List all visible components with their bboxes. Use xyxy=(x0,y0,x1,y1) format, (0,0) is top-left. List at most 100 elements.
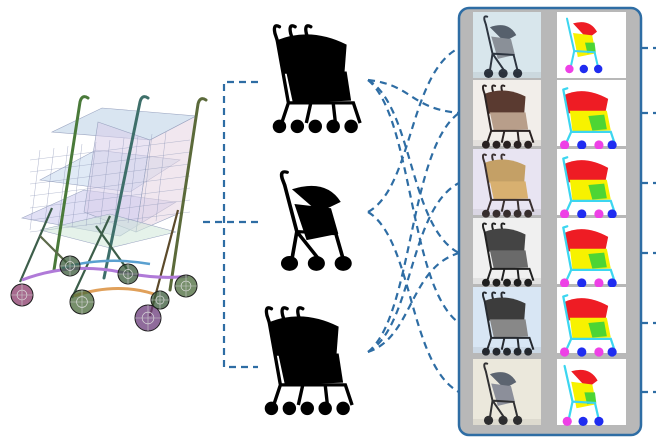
canopy xyxy=(484,228,526,252)
seg-canopy xyxy=(564,160,609,183)
seg-footrest xyxy=(588,252,607,269)
mesh-line xyxy=(43,147,55,230)
seg-footrest xyxy=(584,392,597,405)
handle-curl xyxy=(491,84,497,95)
handle-curl xyxy=(491,153,497,164)
seg-wheel xyxy=(594,140,604,150)
frame-leg xyxy=(18,207,54,283)
seg-canopy xyxy=(573,22,597,39)
segmentation-mask xyxy=(559,225,617,288)
photo-floor-shadow xyxy=(473,72,541,78)
wheel xyxy=(503,209,511,218)
seat xyxy=(286,71,352,103)
wheel xyxy=(524,278,533,287)
handle-curl xyxy=(500,84,506,95)
frame xyxy=(483,231,535,282)
segmentation-mask xyxy=(559,87,617,150)
wheel xyxy=(492,278,501,287)
image-panel xyxy=(457,6,643,437)
photo-floor-shadow xyxy=(473,347,541,353)
seg-wheel xyxy=(565,64,574,74)
photo-stroller xyxy=(483,362,523,426)
silhouettes xyxy=(264,24,362,416)
handle-curl xyxy=(272,24,282,42)
frame xyxy=(484,24,519,72)
wheel xyxy=(483,415,494,426)
wireframe-wheel xyxy=(134,304,162,332)
handle-curl xyxy=(500,222,506,233)
wireframe-wheel xyxy=(174,274,198,298)
connector-silhouette-to-row xyxy=(367,79,460,324)
seg-wheel xyxy=(559,209,570,219)
frame xyxy=(483,300,535,351)
photo-stroller xyxy=(481,291,535,356)
seg-wheel xyxy=(594,416,604,427)
canopy xyxy=(484,297,526,321)
seg-canopy xyxy=(564,298,609,321)
handle-pole xyxy=(102,95,150,280)
silhouette-double-bottom xyxy=(264,306,354,416)
handle-curl xyxy=(279,170,289,187)
wheel xyxy=(290,119,305,134)
mesh-line xyxy=(29,187,191,209)
photo-floor-shadow xyxy=(473,278,541,284)
handle-curl xyxy=(481,153,487,164)
wheel xyxy=(264,401,279,416)
silhouette-double-top xyxy=(272,24,362,134)
wheel xyxy=(513,347,522,356)
seg-wheel xyxy=(577,140,587,150)
mesh-line xyxy=(141,133,153,223)
canopy xyxy=(291,185,341,213)
segmentation-cell xyxy=(557,12,626,78)
mesh-line xyxy=(29,163,191,185)
connector-silhouette-to-row xyxy=(367,112,460,353)
mesh-line xyxy=(29,211,191,233)
seg-wheel xyxy=(607,278,617,288)
mesh-line xyxy=(113,137,125,225)
connector-silhouette-to-row xyxy=(367,182,460,353)
segmentation-mask xyxy=(562,364,604,427)
canopy xyxy=(484,90,526,114)
seg-footrest xyxy=(588,114,607,131)
mesh-line xyxy=(29,199,191,221)
photo-cell xyxy=(473,359,541,426)
segmentation-cell xyxy=(557,287,626,357)
seg-wheel xyxy=(577,209,587,219)
connector-silhouette-to-row xyxy=(367,47,460,213)
canopy xyxy=(489,25,517,42)
segmentation-mask xyxy=(559,294,617,357)
seg-wheel xyxy=(578,416,588,427)
wheel xyxy=(498,68,508,79)
segmentation-cell xyxy=(557,80,626,150)
wheel xyxy=(318,401,332,416)
wireframe-wheel xyxy=(150,290,170,310)
connector-silhouette-to-row xyxy=(367,79,460,254)
handle-curl xyxy=(481,84,487,95)
wheel xyxy=(483,68,494,79)
seg-wheel xyxy=(594,347,604,357)
connector-silhouette-to-row xyxy=(367,78,460,115)
wheel xyxy=(481,140,490,149)
seg-wheel xyxy=(579,64,588,74)
wheel xyxy=(282,401,297,416)
handle-curl xyxy=(296,306,305,324)
photo-cell xyxy=(473,149,541,218)
seg-wheel xyxy=(607,209,617,219)
seg-frame xyxy=(563,364,601,422)
connector-bracket-left xyxy=(222,80,258,369)
seat xyxy=(489,112,529,131)
mesh-line xyxy=(29,149,41,231)
seat xyxy=(489,250,529,269)
handle-curl xyxy=(264,306,274,324)
seg-frame xyxy=(565,17,600,69)
handle-curl xyxy=(483,362,489,373)
wheel xyxy=(503,140,511,149)
seg-frame xyxy=(562,87,616,145)
seg-wheel xyxy=(594,64,603,74)
photo-cell xyxy=(473,287,541,356)
wheel xyxy=(513,209,522,218)
handle-curl xyxy=(491,222,497,233)
wheel xyxy=(326,119,340,134)
